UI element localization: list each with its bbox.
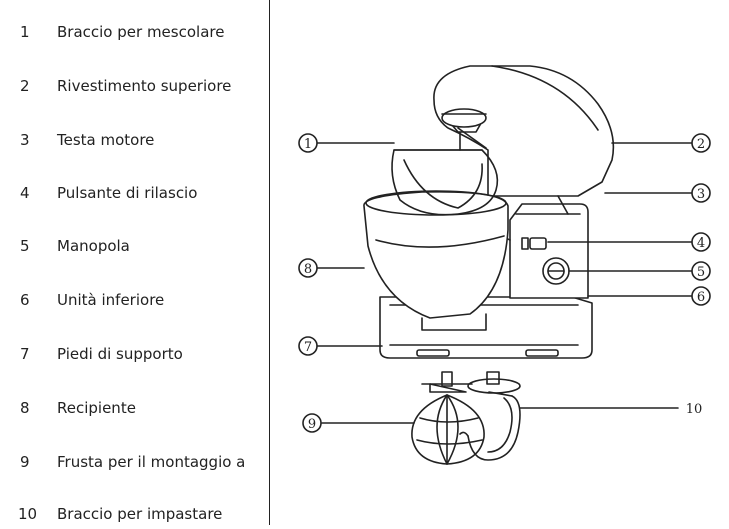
legend-row-6: 6 Unità inferiore [0, 286, 270, 314]
callout-5: 5 [697, 265, 705, 280]
legend-number: 5 [20, 237, 30, 255]
legend-label: Braccio per impastare [57, 505, 223, 523]
callout-circle-7 [298, 336, 318, 356]
legend-number: 6 [20, 291, 30, 309]
legend-number: 3 [20, 131, 30, 149]
body-column [509, 203, 589, 299]
callout-10: 10 [686, 402, 703, 417]
callout-circle-4 [691, 232, 711, 252]
legend-label: Braccio per mescolare [57, 23, 225, 41]
motor-head [433, 65, 615, 197]
callout-circle-3 [691, 183, 711, 203]
callout-8: 8 [304, 262, 312, 277]
parts-legend: 1 Braccio per mescolare 2 Rivestimento s… [0, 0, 270, 525]
callout-circle-9 [302, 413, 322, 433]
legend-number: 8 [20, 399, 30, 417]
callout-circle-5 [691, 261, 711, 281]
legend-number: 2 [20, 77, 30, 95]
legend-number: 10 [18, 505, 38, 523]
release-button [529, 237, 547, 250]
balloon-whisk [411, 371, 485, 465]
legend-label: Testa motore [57, 131, 155, 149]
legend-label: Unità inferiore [57, 291, 165, 309]
legend-row-10: 10 Braccio per impastare [0, 500, 270, 528]
dough-hook [459, 371, 521, 461]
mixer-diagram: 1 2 3 4 5 6 7 8 9 10 [272, 0, 729, 525]
legend-label: Piedi di supporto [57, 345, 183, 363]
callout-circle-6 [691, 286, 711, 306]
callout-3: 3 [697, 187, 705, 202]
callout-circle-2 [691, 133, 711, 153]
legend-label: Frusta per il montaggio a [57, 453, 246, 471]
legend-number: 9 [20, 453, 30, 471]
callout-9: 9 [308, 417, 316, 432]
legend-row-4: 4 Pulsante di rilascio [0, 179, 270, 207]
callout-7: 7 [304, 340, 312, 355]
legend-number: 7 [20, 345, 30, 363]
base-foot-right [525, 349, 559, 357]
legend-row-8: 8 Recipiente [0, 394, 270, 422]
legend-label: Rivestimento superiore [57, 77, 232, 95]
callout-1: 1 [304, 137, 312, 152]
legend-row-3: 3 Testa motore [0, 126, 270, 154]
legend-row-7: 7 Piedi di supporto [0, 340, 270, 368]
callout-4: 4 [697, 236, 705, 251]
callout-6: 6 [697, 290, 705, 305]
base-foot-left [416, 349, 450, 357]
legend-row-2: 2 Rivestimento superiore [0, 72, 270, 100]
callout-circle-8 [298, 258, 318, 278]
legend-label: Recipiente [57, 399, 136, 417]
legend-number: 1 [20, 23, 30, 41]
legend-row-1: 1 Braccio per mescolare [0, 18, 270, 46]
legend-label: Manopola [57, 237, 130, 255]
mixing-bowl [363, 190, 509, 319]
callout-circle-1 [298, 133, 318, 153]
legend-row-9: 9 Frusta per il montaggio a [0, 448, 270, 476]
legend-label: Pulsante di rilascio [57, 184, 198, 202]
legend-row-5: 5 Manopola [0, 232, 270, 260]
legend-number: 4 [20, 184, 30, 202]
mixer-drawing: 1 2 3 4 5 6 7 8 9 10 [298, 65, 711, 465]
callout-2: 2 [697, 137, 705, 152]
